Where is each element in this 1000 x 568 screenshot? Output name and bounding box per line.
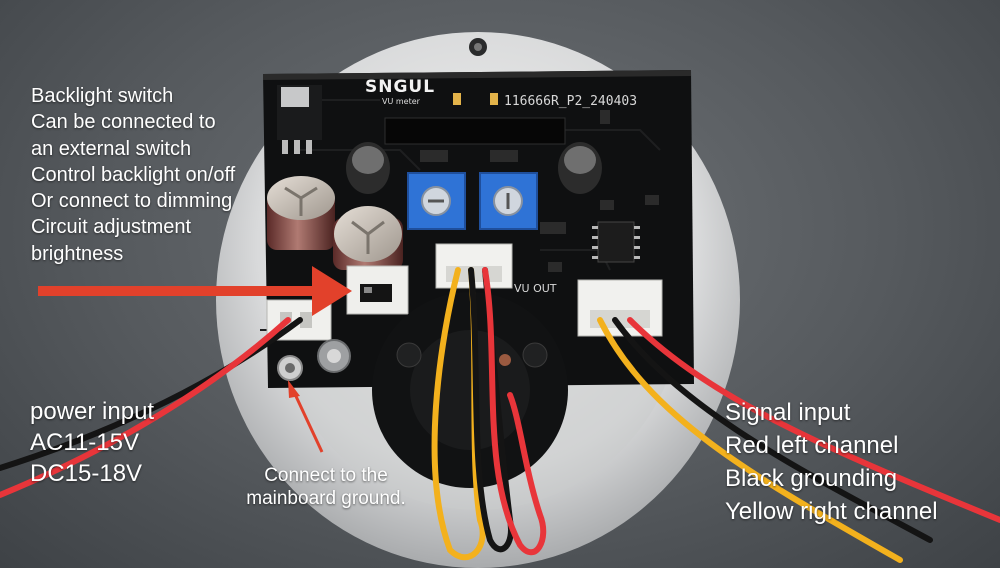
capacitor-small-left — [346, 142, 390, 194]
board-subtitle: VU meter — [382, 97, 421, 106]
vu-out-wires — [431, 267, 547, 561]
signal-input-wires — [597, 317, 1000, 563]
backlight-switch-caption: Backlight switch Can be connected to an … — [31, 85, 236, 265]
board-port-label: VU OUT — [514, 282, 557, 295]
capacitor-large-right — [333, 206, 403, 270]
power-input-wires — [0, 317, 303, 498]
ground-terminal — [277, 339, 351, 381]
backlight-switch-connector — [346, 265, 409, 315]
capacitor-small-right — [558, 142, 602, 194]
trimmer-pot-left — [407, 172, 466, 230]
board-brand: SNGUL — [365, 77, 435, 97]
signal-input-caption: Signal input Red left channel Black grou… — [725, 399, 938, 525]
meter-connector-slot — [384, 117, 566, 145]
power-input-caption: power input AC11-15V DC15-18V — [30, 398, 155, 487]
backlight-arrow — [38, 266, 352, 316]
meter-back-plate — [372, 292, 568, 488]
ground-arrow — [288, 380, 324, 453]
ground-caption: Connect to the mainboard ground. — [246, 465, 406, 509]
capacitor-large-left — [267, 176, 335, 250]
trimmer-pot-right — [479, 172, 538, 230]
ic-chip — [597, 221, 635, 263]
board-part-number: 116666R_P2_240403 — [504, 94, 637, 109]
